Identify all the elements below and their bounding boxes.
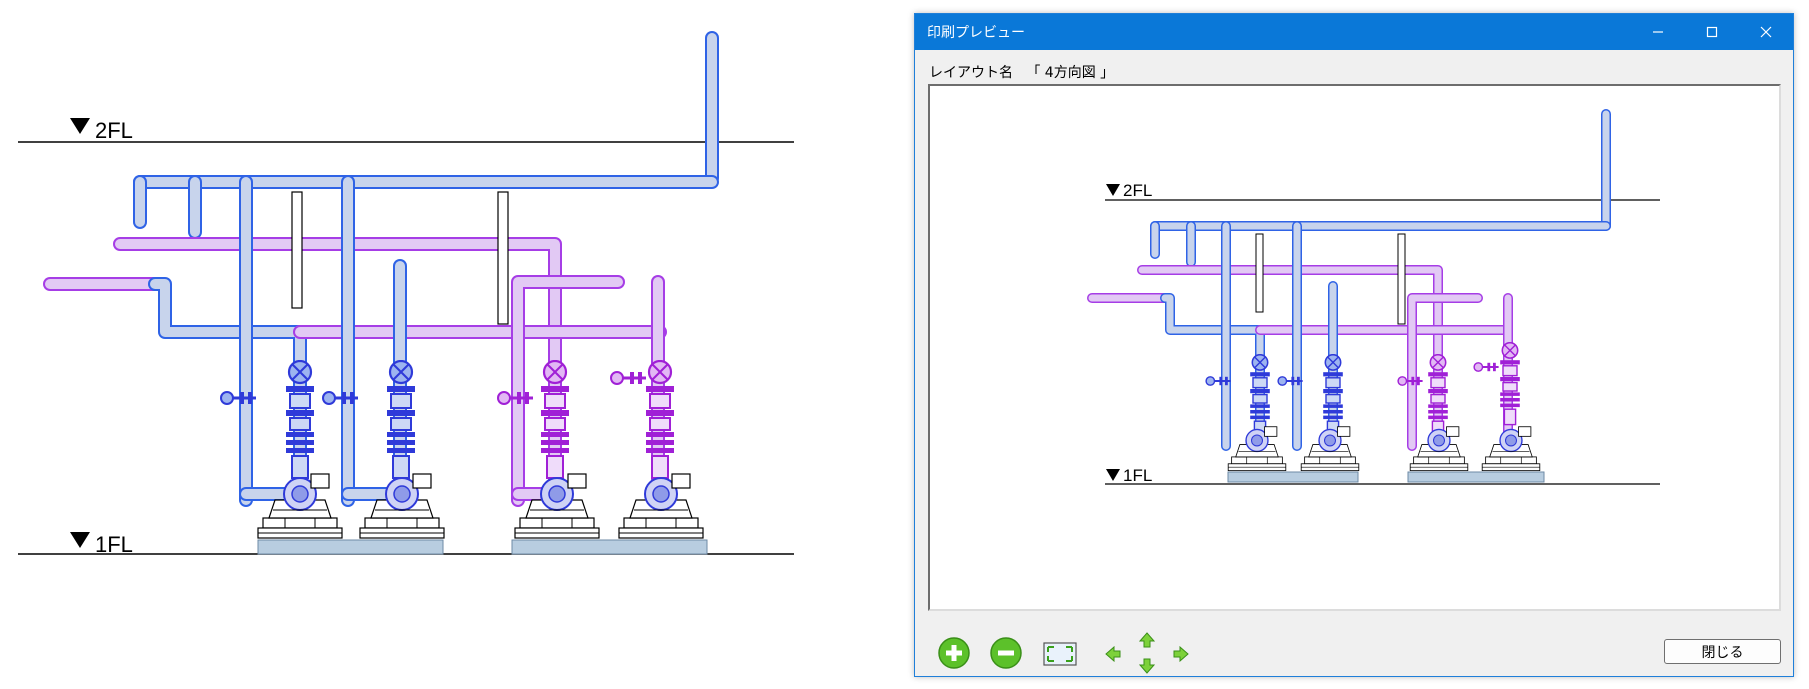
level-marker-icon: [1106, 469, 1120, 481]
preview-area[interactable]: 2FL 1FL: [928, 84, 1781, 611]
minimize-button[interactable]: [1631, 14, 1685, 50]
pan-right-button[interactable]: [1173, 645, 1189, 666]
zoom-in-button[interactable]: [937, 636, 971, 674]
cad-drawing-canvas[interactable]: 2FL 1FL: [0, 0, 800, 689]
arrow-left-icon: [1105, 645, 1121, 663]
layout-name-label: レイアウト名: [929, 65, 1013, 81]
maximize-button[interactable]: [1685, 14, 1739, 50]
print-preview-dialog: 印刷プレビュー レイアウト名 「 4方向図 」 2FL 1FL: [914, 13, 1794, 677]
preview-toolbar: [915, 614, 1793, 674]
level-label-1fl: 1FL: [95, 532, 133, 557]
level-label-2fl: 2FL: [95, 118, 133, 143]
preview-level-label-2fl: 2FL: [1123, 181, 1152, 200]
window-title: 印刷プレビュー: [927, 25, 1025, 41]
pan-left-button[interactable]: [1105, 645, 1121, 666]
arrow-down-icon: [1138, 658, 1156, 674]
fit-screen-icon: [1043, 642, 1077, 666]
layout-name-row: レイアウト名 「 4方向図 」: [929, 62, 1114, 82]
minus-circle-icon: [990, 637, 1022, 669]
maximize-icon: [1706, 26, 1718, 38]
zoom-out-button[interactable]: [989, 636, 1023, 674]
arrow-right-icon: [1173, 645, 1189, 663]
level-marker-icon: [70, 118, 90, 134]
fit-to-window-button[interactable]: [1043, 642, 1077, 670]
title-bar[interactable]: 印刷プレビュー: [915, 14, 1793, 50]
pan-down-button[interactable]: [1138, 658, 1156, 678]
pan-up-button[interactable]: [1138, 632, 1156, 652]
arrow-up-icon: [1138, 632, 1156, 648]
layout-name-value: 「 4方向図 」: [1026, 65, 1115, 81]
plus-circle-icon: [938, 637, 970, 669]
preview-level-label-1fl: 1FL: [1123, 466, 1152, 485]
close-button[interactable]: 閉じる: [1664, 639, 1781, 664]
minimize-icon: [1653, 31, 1663, 33]
close-icon: [1760, 26, 1772, 38]
level-marker-icon: [70, 532, 90, 548]
close-window-button[interactable]: [1739, 14, 1793, 50]
level-marker-icon: [1106, 184, 1120, 196]
